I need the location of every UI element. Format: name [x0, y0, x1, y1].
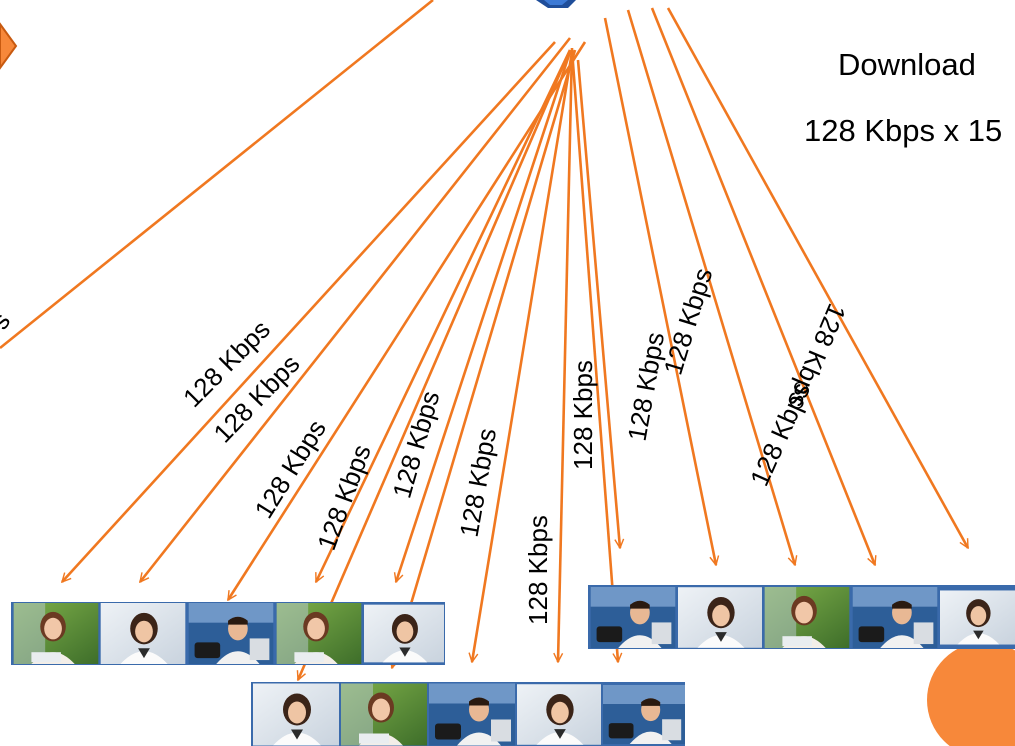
- participant-thumbnail: [100, 603, 186, 664]
- download-arrow: [392, 49, 577, 668]
- download-arrow: [396, 51, 572, 582]
- link-label: 128 Kbps: [386, 387, 445, 501]
- participant-thumbnail: [341, 683, 427, 746]
- link-label-partial: s: [0, 307, 16, 335]
- download-arrow: [650, 7, 875, 565]
- participant-thumbnail: [678, 587, 762, 648]
- download-arrow: [666, 7, 970, 548]
- participant-thumbnail: [590, 587, 676, 648]
- participant-strip-bottom: [251, 682, 685, 746]
- participant-thumbnail: [603, 684, 685, 745]
- download-arrow: [472, 51, 574, 662]
- download-title: Download: [838, 47, 976, 82]
- download-arrow: [603, 17, 716, 565]
- participant-thumbnail: [253, 683, 339, 746]
- participant-thumbnail: [764, 587, 850, 648]
- download-arrow: [298, 49, 572, 680]
- participant-thumbnail: [429, 683, 515, 746]
- server-icon: [536, 0, 576, 8]
- participant-thumbnail: [852, 587, 938, 648]
- participant-thumbnail: [940, 590, 1015, 645]
- download-arrow: [626, 9, 795, 565]
- participant-thumbnail: [364, 604, 444, 663]
- link-label: 128 Kbps: [622, 330, 671, 443]
- participant-thumbnail: [276, 603, 362, 664]
- download-arrow: [226, 41, 587, 600]
- link-label: 128 Kbps: [523, 515, 553, 625]
- download-arrow: [314, 49, 572, 582]
- decorative-orange-diamond: [0, 22, 18, 70]
- download-arrow: [138, 37, 572, 582]
- download-arrow: [558, 47, 574, 662]
- participant-thumbnail: [517, 684, 601, 745]
- download-arrow: [0, 0, 434, 350]
- participant-thumbnail: [13, 603, 99, 664]
- download-arrows: [0, 0, 970, 680]
- participant-thumbnail: [188, 603, 274, 664]
- link-label: 128 Kbps: [568, 360, 598, 470]
- participant-strip-right: [588, 585, 1015, 649]
- link-label: 128 Kbps: [311, 441, 377, 555]
- download-rate: 128 Kbps x 15: [804, 113, 1003, 148]
- download-arrow: [570, 49, 618, 662]
- download-arrow: [62, 41, 556, 582]
- download-arrow: [576, 59, 620, 548]
- decorative-orange-circle: [927, 642, 1015, 746]
- participant-strip-left: [11, 602, 445, 665]
